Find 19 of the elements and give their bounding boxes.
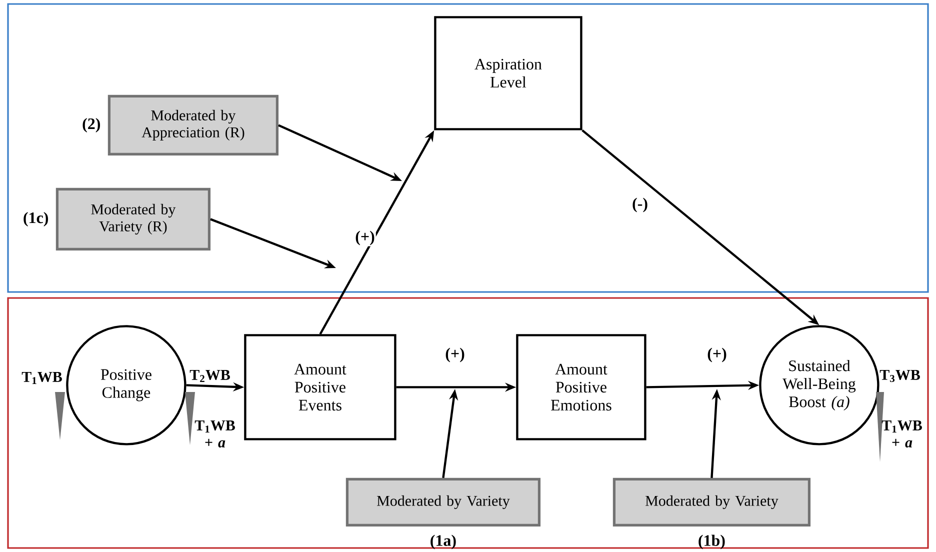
process-box: Amount Positive Emotions — [516, 334, 646, 440]
process-box: Aspiration Level — [434, 16, 582, 130]
node-number: (1b) — [698, 534, 725, 550]
edge-label: (+) — [446, 348, 464, 362]
time-label: T$_{2}$WB — [190, 370, 230, 382]
frame-band — [7, 3, 929, 293]
moderator-box: Moderated by Variety — [612, 478, 810, 526]
node-number: (1a) — [430, 534, 456, 550]
node-number: (1c) — [24, 212, 48, 226]
moderator-box: Moderated by Variety — [346, 478, 540, 526]
edge-label: (+) — [356, 230, 374, 246]
process-box: Amount Positive Events — [244, 334, 396, 440]
time-label: T$_{1}$WB + a — [194, 420, 235, 448]
moderator-box: Moderated by Appreciation (R) — [108, 94, 278, 156]
moderator-box: Moderated by Variety (R) — [56, 188, 210, 250]
edge-label: (+) — [708, 348, 726, 362]
node-number: (2) — [82, 118, 100, 132]
frame-band — [7, 297, 929, 549]
edge-label: (-) — [632, 198, 648, 212]
